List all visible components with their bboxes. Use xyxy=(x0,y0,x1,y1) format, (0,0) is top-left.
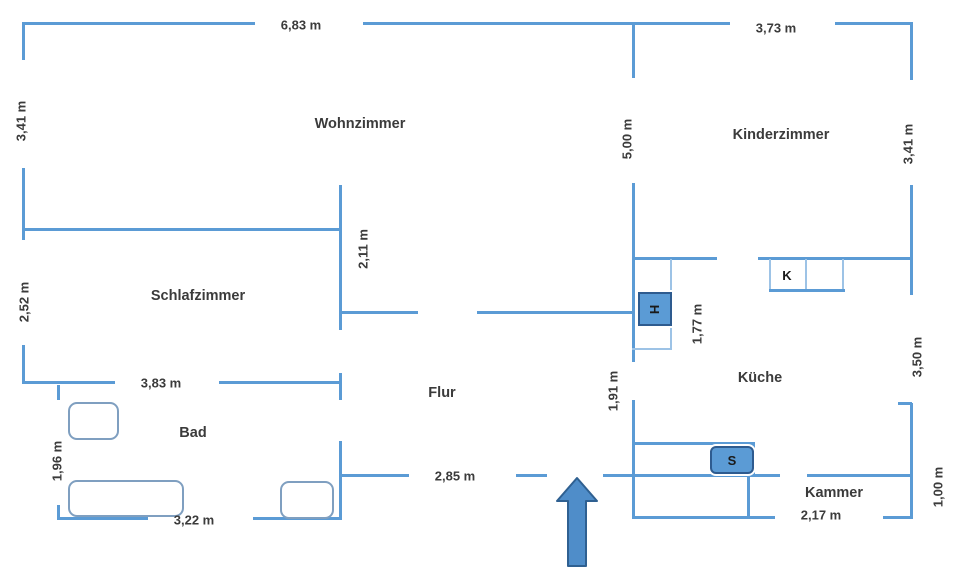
dimension-label-flur-width: 2,85 m xyxy=(434,468,476,484)
dimension-label-kueche-door: 1,91 m xyxy=(605,370,621,412)
room-label-kueche: Küche xyxy=(737,370,783,386)
wall-flur-top-right xyxy=(477,311,633,314)
room-label-kammer: Kammer xyxy=(804,485,864,501)
wall-left-lower xyxy=(22,345,25,383)
wall-kinderzimmer-bottom-left xyxy=(632,257,717,260)
stove-box: H xyxy=(638,292,672,326)
wall-kammer-divider xyxy=(747,476,750,518)
wall-left-middle xyxy=(22,168,25,240)
fridge-label: K xyxy=(782,267,792,283)
dimension-label-kueche-right-height: 3,50 m xyxy=(909,336,925,378)
entrance-arrow-icon xyxy=(556,477,598,567)
sink-box: S xyxy=(710,446,754,474)
dimension-label-schlafzimmer-wall: 2,11 m xyxy=(355,229,371,269)
dimension-label-kinderzimmer-width: 3,73 m xyxy=(755,20,797,36)
counter-sink-top xyxy=(632,442,755,445)
wall-kammer-bottom-left xyxy=(632,516,775,519)
wall-top-left xyxy=(22,22,255,25)
wall-schlafzimmer-right xyxy=(339,185,342,330)
bathtub xyxy=(68,480,184,517)
wall-top-middle xyxy=(363,22,730,25)
room-label-kinderzimmer: Kinderzimmer xyxy=(732,127,830,143)
wall-bad-top-right xyxy=(219,381,339,384)
fridge-box: K xyxy=(769,261,805,289)
wall-flur-top-left xyxy=(341,311,418,314)
wall-right-lower xyxy=(910,403,913,518)
dimension-label-kammer-height: 1,00 m xyxy=(930,466,946,508)
wall-bad-bottom-left xyxy=(57,517,148,520)
toilet xyxy=(280,481,334,519)
wall-bad-right xyxy=(339,441,342,520)
washbasin xyxy=(68,402,119,440)
room-label-bad: Bad xyxy=(179,425,207,441)
dimension-line-bad-left-upper xyxy=(57,385,60,400)
wall-kinderzimmer-bottom-right xyxy=(758,257,911,260)
wall-left-upper xyxy=(22,22,25,60)
dimension-label-left-height: 3,41 m xyxy=(13,100,29,142)
room-label-schlafzimmer: Schlafzimmer xyxy=(150,288,246,304)
room-label-wohnzimmer: Wohnzimmer xyxy=(314,116,406,132)
cabinet-fridge-left xyxy=(769,259,771,289)
dimension-line-bad-left-lower xyxy=(57,505,60,520)
dimension-label-bad-width-top: 3,83 m xyxy=(140,375,182,391)
dimension-label-schlafzimmer-height: 2,52 m xyxy=(16,281,32,323)
wall-right-upper xyxy=(910,23,913,80)
wall-kammer-top-left xyxy=(603,474,780,477)
dimension-line-flur-2 xyxy=(516,474,547,477)
dimension-label-bad-height: 1,96 m xyxy=(49,440,65,482)
sink-label: S xyxy=(727,452,737,468)
counter-stove-bottom xyxy=(632,348,672,350)
wall-schlafzimmer-top xyxy=(22,228,341,231)
dimension-line-flur-1 xyxy=(342,474,409,477)
dimension-label-bad-width-bottom: 3,22 m xyxy=(173,512,215,528)
wall-center-vertical-upper xyxy=(632,22,635,78)
wall-kammer-bottom-right xyxy=(883,516,913,519)
cabinet-fridge-right xyxy=(842,259,844,289)
dimension-label-kammer-width: 2,17 m xyxy=(800,507,842,523)
wall-center-vertical-middle xyxy=(632,183,635,362)
stove-label: H xyxy=(647,304,663,314)
wall-bad-top-left xyxy=(22,381,115,384)
wall-schlafzimmer-right-tick xyxy=(339,373,342,400)
wall-top-right xyxy=(835,22,913,25)
cabinet-fridge-bottom xyxy=(769,289,845,292)
wall-right-middle xyxy=(910,185,913,295)
wall-center-vertical-lower xyxy=(632,400,635,518)
dimension-label-mid-height: 5,00 m xyxy=(619,118,635,160)
wall-right-corner-tick xyxy=(898,402,912,405)
room-label-flur: Flur xyxy=(428,385,456,401)
wall-kammer-top-right xyxy=(807,474,911,477)
dimension-label-kueche-counter: 1,77 m xyxy=(689,303,705,345)
dimension-label-wohnzimmer-width: 6,83 m xyxy=(280,17,322,33)
dimension-label-right-height: 3,41 m xyxy=(900,123,916,165)
cabinet-fridge-divider xyxy=(805,259,807,289)
